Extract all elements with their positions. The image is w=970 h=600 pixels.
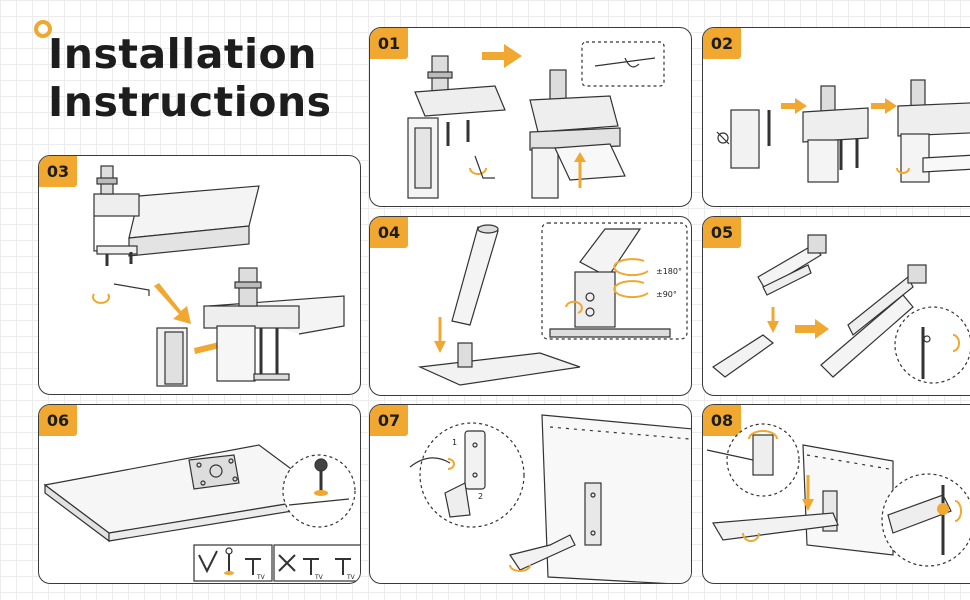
step-05-illustration <box>711 234 970 384</box>
step-04-number: 04 <box>370 217 408 248</box>
step-03-panel: 03 <box>38 155 361 395</box>
step-08-panel: 08 <box>702 404 970 584</box>
tv-label-3: TV <box>346 574 356 581</box>
step-07-number: 07 <box>370 405 408 436</box>
step-07-panel: 07 1 2 <box>369 404 692 584</box>
step-07-illustration: 1 2 <box>409 414 691 583</box>
step-02-panel: 02 <box>702 27 970 207</box>
step-02-illustration <box>716 79 970 183</box>
step-06-illustration: TV TV TV <box>43 444 360 582</box>
tv-label-2: TV <box>314 574 324 581</box>
step-01-number: 01 <box>370 28 408 59</box>
rotation-label-180: ±180° <box>656 267 682 276</box>
step-02-number: 02 <box>703 28 741 59</box>
page-title-line-2: Instructions <box>48 78 332 126</box>
step-01-panel: 01 <box>369 27 692 207</box>
step-04-illustration: ±180° ±90° <box>417 222 688 386</box>
step-08-number: 08 <box>703 405 741 436</box>
page-title-line-1: Installation <box>48 30 317 78</box>
title-accent-ring-icon <box>34 20 52 38</box>
step-01-illustration <box>407 41 665 199</box>
rotation-label-90: ±90° <box>656 290 677 299</box>
step-03-illustration <box>92 165 345 387</box>
step-03-number: 03 <box>39 156 77 187</box>
step-04-panel: 04 ±180° ±90° <box>369 216 692 396</box>
callout-1: 1 <box>452 438 457 447</box>
callout-2: 2 <box>478 492 483 501</box>
step-05-number: 05 <box>703 217 741 248</box>
step-05-panel: 05 <box>702 216 970 396</box>
step-08-illustration <box>706 423 970 567</box>
step-06-number: 06 <box>39 405 77 436</box>
tv-label-1: TV <box>256 574 266 581</box>
step-06-panel: 06 TV TV TV <box>38 404 361 584</box>
